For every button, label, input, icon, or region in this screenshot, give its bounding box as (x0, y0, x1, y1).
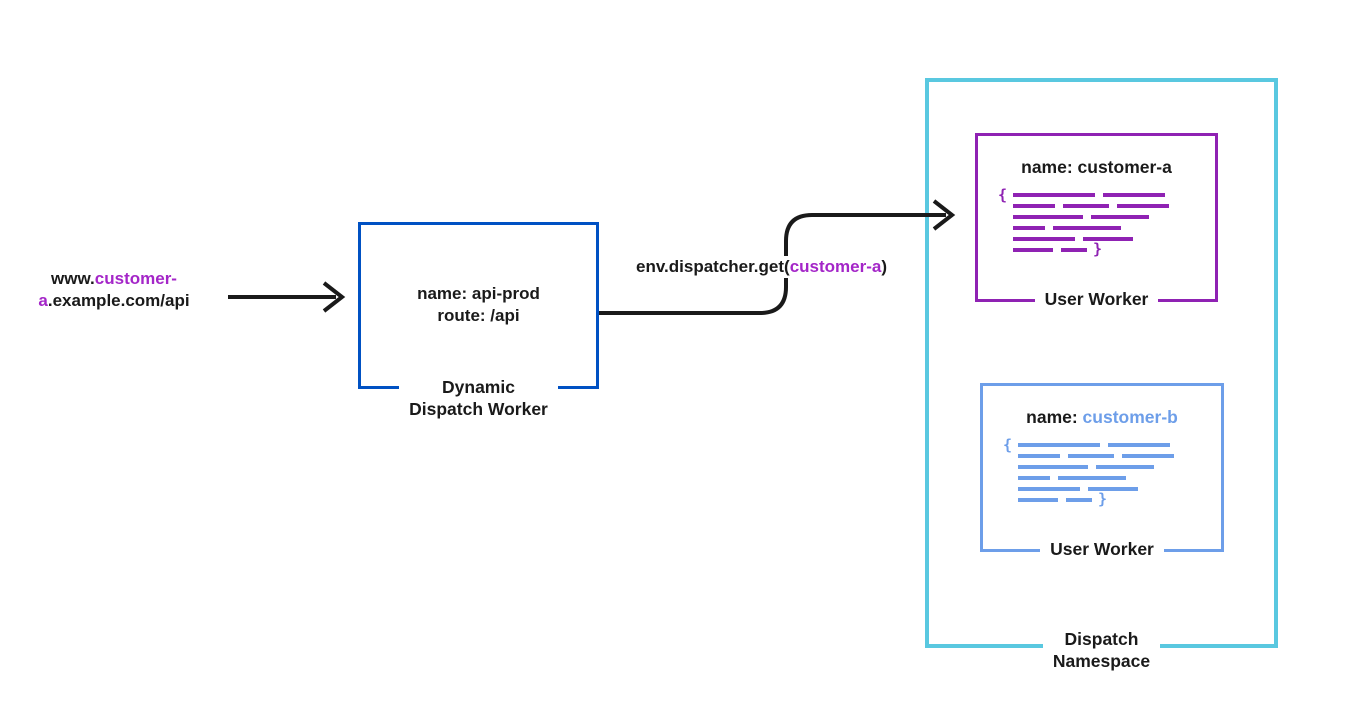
worker-b-title-text: name: (1026, 407, 1083, 427)
dispatch-worker-name: name: api-prod (417, 284, 540, 303)
dispatch-worker-label: Dynamic Dispatch Worker (358, 376, 599, 420)
dispatch-worker-label-line2: Dispatch Worker (409, 399, 548, 419)
worker-b-label: User Worker (980, 538, 1224, 560)
dispatch-worker-label-line1: Dynamic (442, 377, 515, 397)
worker-b-title-highlight: customer-b (1082, 407, 1178, 427)
request-url-rest: .example.com/api (47, 291, 190, 310)
request-url-line2: a.example.com/api (8, 290, 220, 312)
worker-a-title-text: name: customer-a (1021, 157, 1172, 177)
dispatcher-call-highlight: customer-a (789, 257, 882, 276)
dispatch-worker-config: name: api-prod route: /api (358, 283, 599, 327)
close-brace: } (1093, 240, 1103, 258)
request-url-line1: www.customer- (8, 268, 220, 290)
request-url-highlight-1: customer- (94, 269, 177, 288)
dispatch-worker-route: route: /api (437, 306, 520, 325)
namespace-label-line2: Namespace (1052, 651, 1151, 671)
dispatch-namespace-label: Dispatch Namespace (925, 628, 1278, 672)
open-brace: { (998, 186, 1008, 204)
request-url-highlight-2: a (38, 291, 48, 310)
dispatcher-call-label: env.dispatcher.get(customer-a) (633, 256, 890, 278)
worker-a-title: name: customer-a (975, 157, 1218, 178)
dispatcher-call-prefix: env.dispatcher.get( (636, 257, 790, 276)
request-url-prefix: www. (51, 269, 95, 288)
request-url: www.customer- a.example.com/api (8, 268, 220, 312)
request-arrow (228, 281, 346, 313)
worker-a-label: User Worker (975, 288, 1218, 310)
namespace-label-line1: Dispatch (1064, 629, 1139, 649)
close-brace: } (1098, 490, 1108, 508)
dispatcher-call-suffix: ) (881, 257, 887, 276)
worker-b-title: name: customer-b (980, 407, 1224, 428)
open-brace: { (1003, 436, 1013, 454)
